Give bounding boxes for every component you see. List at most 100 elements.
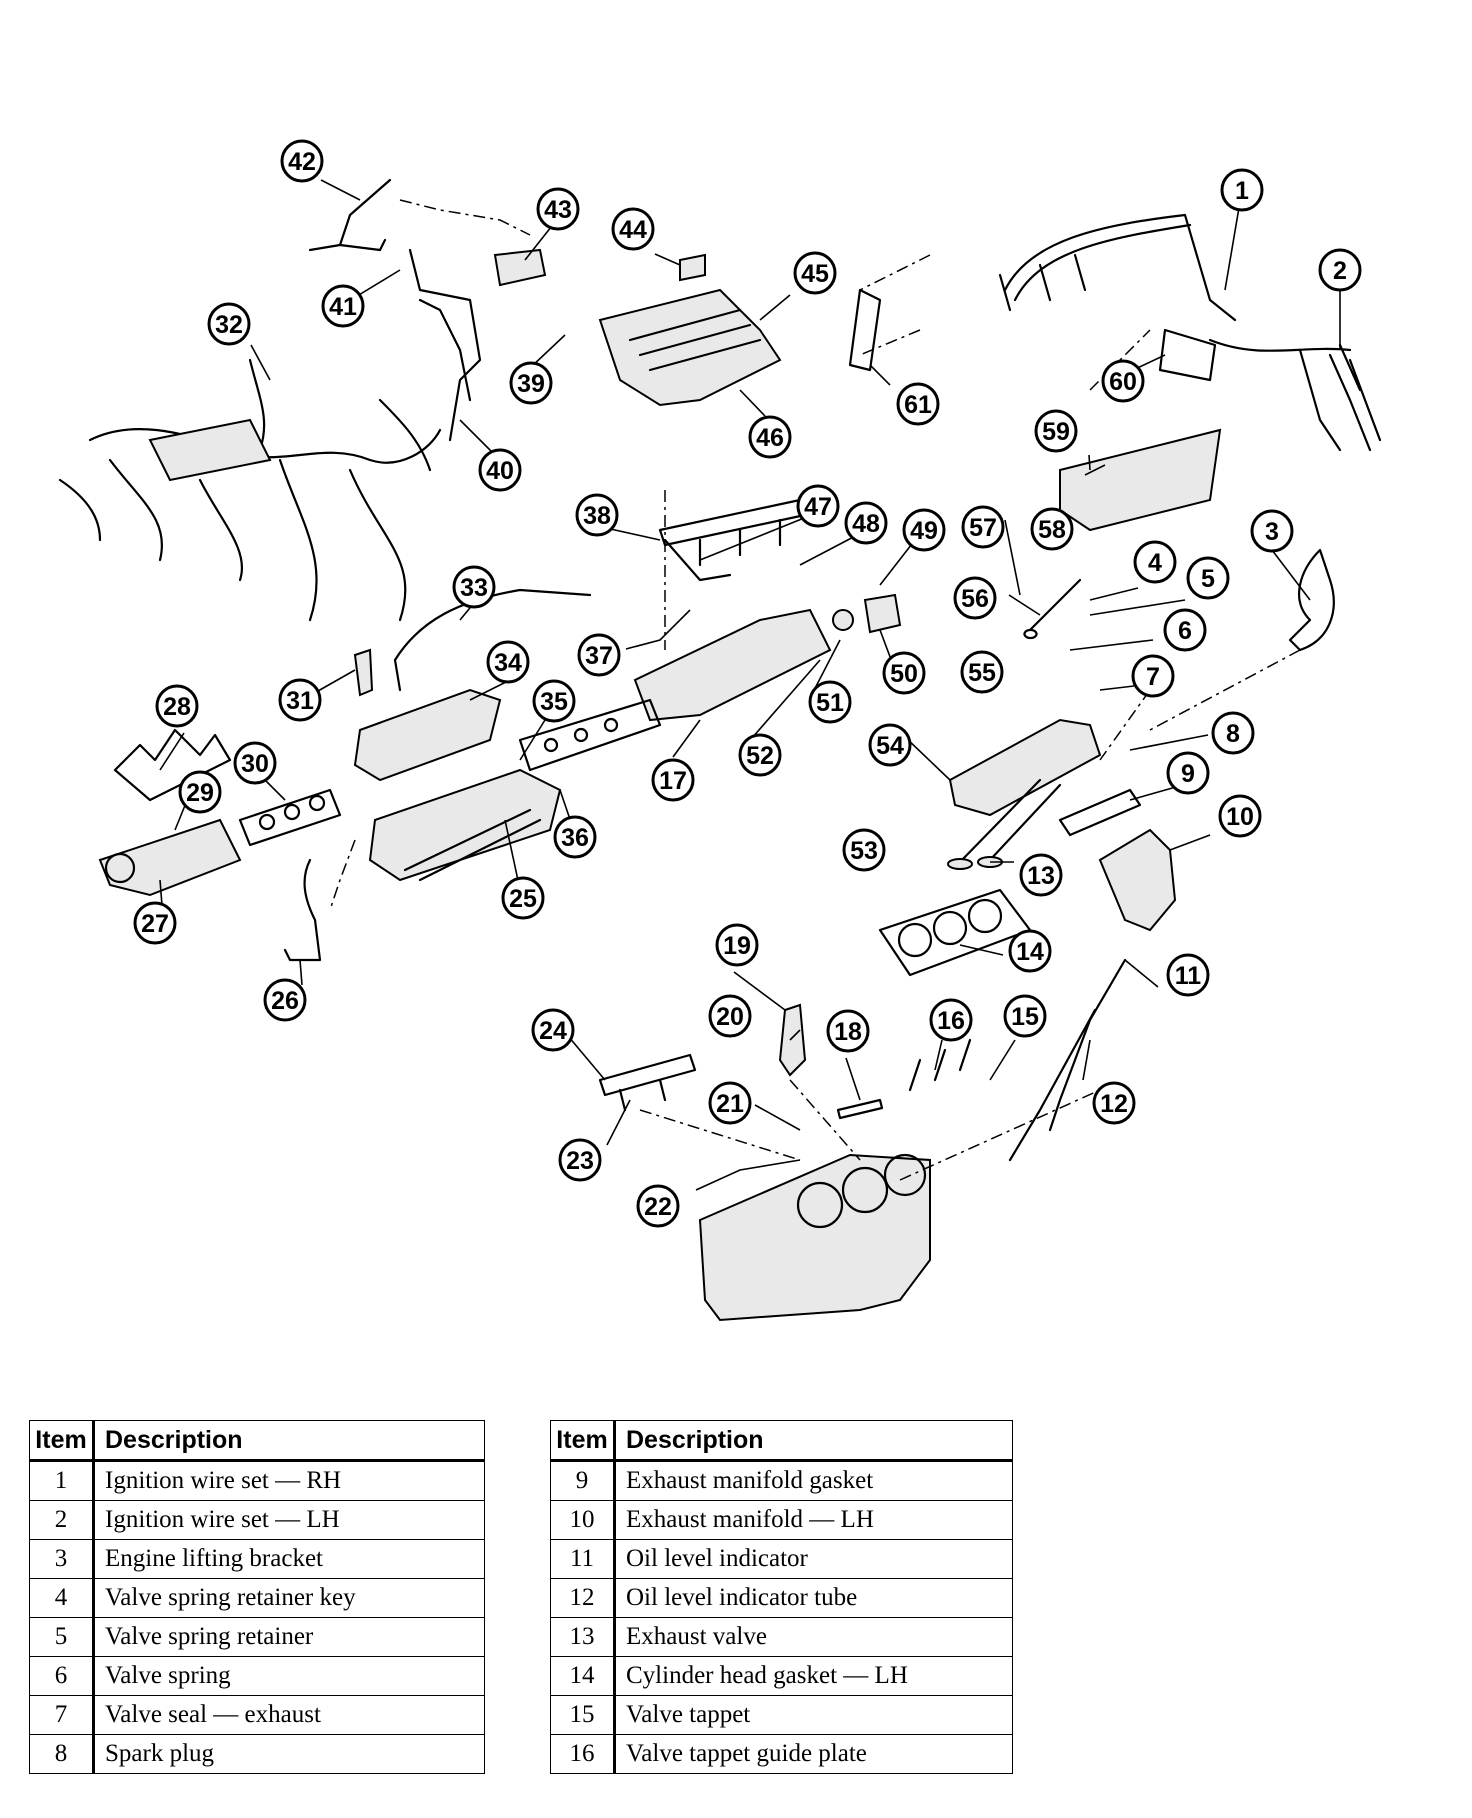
callout-38: 38 — [575, 493, 619, 537]
oil-tube-drawing — [1008, 1008, 1097, 1162]
coil-bracket-drawing — [1158, 328, 1217, 382]
svg-text:13: 13 — [1027, 862, 1055, 890]
callout-1: 1 — [1220, 168, 1264, 212]
item-number: 10 — [550, 1500, 616, 1540]
svg-text:21: 21 — [716, 1090, 744, 1118]
callout-13: 13 — [1019, 853, 1063, 897]
callout-18: 18 — [826, 1009, 870, 1053]
svg-text:9: 9 — [1181, 760, 1195, 788]
item-number: 9 — [550, 1460, 616, 1501]
svg-text:56: 56 — [961, 585, 989, 613]
svg-text:31: 31 — [286, 687, 314, 715]
callout-43: 43 — [536, 187, 580, 231]
oil-level-indicator-drawing — [1048, 958, 1127, 1132]
svg-text:38: 38 — [583, 502, 611, 530]
svg-text:61: 61 — [904, 391, 932, 419]
harness-junction-drawing — [148, 418, 272, 482]
callout-12: 12 — [1092, 1081, 1136, 1125]
item-number: 8 — [29, 1734, 95, 1774]
item-description: Cylinder head gasket — LH — [614, 1656, 1013, 1696]
svg-text:46: 46 — [756, 424, 784, 452]
item-number: 1 — [29, 1460, 95, 1501]
callout-50: 50 — [882, 651, 926, 695]
wiring-harness-drawing — [58, 358, 442, 622]
svg-text:17: 17 — [659, 767, 687, 795]
svg-text:29: 29 — [186, 779, 214, 807]
item-header: Item — [29, 1420, 95, 1462]
cylinder-head-lh-drawing — [368, 768, 562, 882]
svg-text:3: 3 — [1265, 518, 1279, 546]
callout-49: 49 — [902, 508, 946, 552]
item-number: 6 — [29, 1656, 95, 1696]
svg-text:4: 4 — [1148, 549, 1162, 577]
item-number: 13 — [550, 1617, 616, 1657]
item-description: Valve tappet guide plate — [614, 1734, 1013, 1774]
alignment-lines — [329, 199, 1301, 1181]
svg-text:48: 48 — [852, 510, 880, 538]
exhaust-gasket-lh-drawing — [1058, 788, 1142, 837]
intake-gasket-drawing — [518, 698, 662, 772]
callout-40: 40 — [478, 448, 522, 492]
callout-60: 60 — [1101, 359, 1145, 403]
part-illustrations — [58, 178, 1382, 1322]
svg-text:30: 30 — [241, 750, 269, 778]
svg-text:37: 37 — [585, 642, 613, 670]
pushrods-drawing — [403, 808, 542, 882]
heat-shield-drawing — [113, 728, 232, 802]
callout-32: 32 — [207, 302, 251, 346]
callout-54: 54 — [868, 723, 912, 767]
svg-text:40: 40 — [486, 457, 514, 485]
item-description: Oil level indicator — [614, 1539, 1013, 1579]
pcv-valve-drawing — [353, 648, 374, 697]
callout-31: 31 — [278, 678, 322, 722]
item-number: 14 — [550, 1656, 616, 1696]
svg-text:27: 27 — [141, 910, 169, 938]
item-number: 4 — [29, 1578, 95, 1618]
svg-text:55: 55 — [968, 659, 996, 687]
engine-block-drawing — [698, 1153, 931, 1322]
gasket-bore-3 — [967, 898, 1003, 934]
ignition-wire-lh-drawing — [1208, 338, 1382, 452]
bracket-61-drawing — [848, 288, 882, 372]
item-number: 3 — [29, 1539, 95, 1579]
item-number: 7 — [29, 1695, 95, 1735]
lifting-bracket-drawing — [1288, 548, 1335, 652]
item-description: Valve spring — [93, 1656, 485, 1696]
block-bore-2 — [841, 1166, 889, 1214]
fuel-injector-drawing — [778, 1003, 807, 1077]
thermostat-housing-drawing — [863, 593, 902, 634]
callout-5: 5 — [1186, 556, 1230, 600]
callout-44: 44 — [611, 207, 655, 251]
callout-59: 59 — [1034, 409, 1078, 453]
gasket-18-drawing — [836, 1098, 884, 1120]
svg-text:14: 14 — [1016, 938, 1044, 966]
svg-text:52: 52 — [746, 742, 774, 770]
callout-55: 55 — [960, 650, 1004, 694]
item-description: Exhaust manifold — LH — [614, 1500, 1013, 1540]
callout-34: 34 — [486, 640, 530, 684]
callout-16: 16 — [929, 998, 973, 1042]
item-description: Valve spring retainer key — [93, 1578, 485, 1618]
callout-10: 10 — [1218, 794, 1262, 838]
callout-11: 11 — [1166, 953, 1210, 997]
callout-9: 9 — [1166, 751, 1210, 795]
egr-valve-drawing — [493, 248, 547, 287]
svg-text:10: 10 — [1226, 803, 1254, 831]
item-description: Ignition wire set — LH — [93, 1500, 485, 1540]
description-header: Description — [93, 1420, 485, 1462]
callout-30: 30 — [233, 741, 277, 785]
item-number: 5 — [29, 1617, 95, 1657]
callout-45: 45 — [793, 251, 837, 295]
callout-61: 61 — [896, 382, 940, 426]
svg-text:41: 41 — [329, 293, 357, 321]
legend-header-row: Item Description — [29, 1420, 485, 1462]
callout-2: 2 — [1318, 248, 1362, 292]
item-description: Valve seal — exhaust — [93, 1695, 485, 1735]
exhaust-valve-drawing — [958, 778, 1062, 864]
gasket-bore-1 — [897, 922, 933, 958]
item-description: Valve tappet — [614, 1695, 1013, 1735]
